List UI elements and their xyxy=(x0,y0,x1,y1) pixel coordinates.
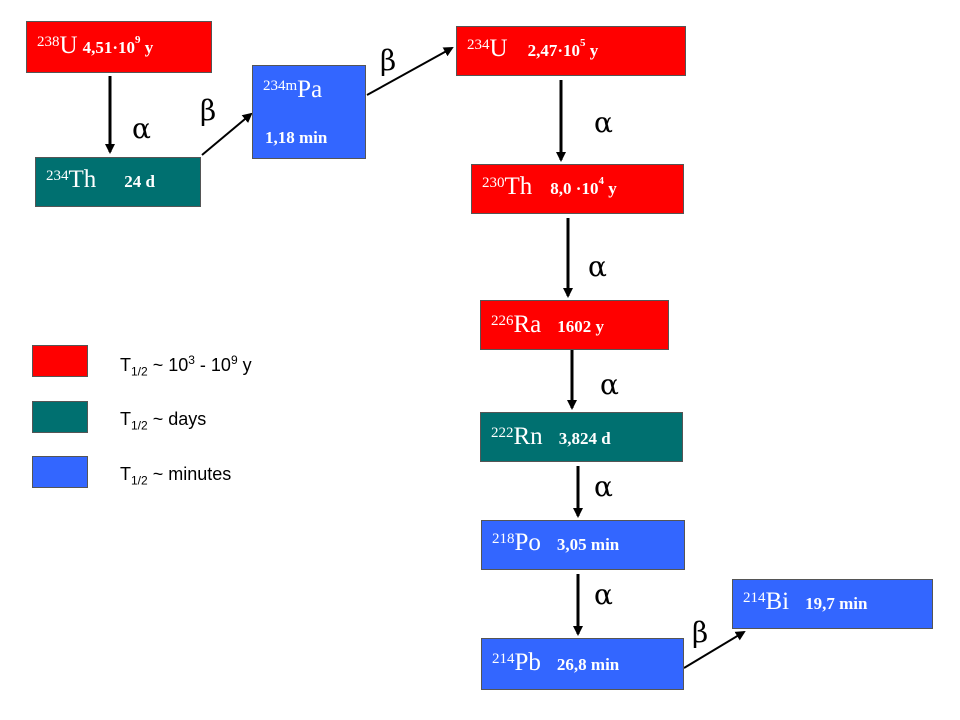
nuclide-bi214: 214Bi 19,7 min xyxy=(732,579,933,629)
half-life-exponent: 9 xyxy=(134,34,141,46)
half-life: 2,47·10 xyxy=(527,41,580,60)
half-life-exponent: 4 xyxy=(598,175,604,187)
half-life: 3,824 d xyxy=(558,429,611,448)
decay-label-beta: β xyxy=(692,616,709,649)
element-symbol: Th xyxy=(68,166,97,193)
half-life: 26,8 min xyxy=(556,655,620,674)
half-life: 4,51·10 xyxy=(82,38,135,57)
decay-label-alpha: α xyxy=(132,112,151,145)
arrow-th234-pa234m xyxy=(201,112,253,156)
nuclide-ra226: 226Ra 1602 y xyxy=(480,300,669,350)
mass-number: 226 xyxy=(491,313,514,329)
mass-number: 234m xyxy=(263,78,298,94)
half-life: 24 d xyxy=(124,172,155,191)
element-symbol: Th xyxy=(504,173,533,200)
half-life: 1,18 min xyxy=(265,128,328,147)
half-life: 19,7 min xyxy=(805,594,868,613)
element-symbol: Pb xyxy=(514,649,541,676)
decay-label-alpha: α xyxy=(594,578,613,611)
decay-label-alpha: α xyxy=(594,470,613,503)
element-symbol: Rn xyxy=(513,423,543,450)
half-life: 1602 y xyxy=(557,317,605,336)
mass-number: 218 xyxy=(492,531,515,547)
nuclide-th234: 234Th 24 d xyxy=(35,157,201,207)
mass-number: 238 xyxy=(37,34,60,50)
element-symbol: U xyxy=(489,35,508,62)
nuclide-pb214: 214Pb 26,8 min xyxy=(481,638,684,690)
element-symbol: Bi xyxy=(765,588,790,615)
mass-number: 234 xyxy=(46,168,69,184)
mass-number: 234 xyxy=(467,37,490,53)
nuclide-pa234m: 234mPa 1,18 min xyxy=(252,65,366,159)
half-life-exponent: 5 xyxy=(579,37,586,49)
nuclide-po218: 218Po 3,05 min xyxy=(481,520,685,570)
arrow-pb214-bi214 xyxy=(683,630,746,669)
mass-number: 230 xyxy=(482,175,505,191)
decay-label-beta: β xyxy=(380,44,397,77)
decay-label-beta: β xyxy=(200,94,217,127)
legend-label-days: T1/2 ~ days xyxy=(120,409,207,433)
mass-number: 222 xyxy=(491,425,514,441)
mass-number: 214 xyxy=(743,590,766,606)
mass-number: 214 xyxy=(492,651,515,667)
decay-label-alpha: α xyxy=(594,106,613,139)
decay-label-alpha: α xyxy=(588,250,607,283)
nuclide-rn222: 222Rn 3,824 d xyxy=(480,412,683,462)
legend-label-long: T1/2 ~ 103 - 109 y xyxy=(120,353,252,379)
element-symbol: Ra xyxy=(513,311,542,338)
element-symbol: Pa xyxy=(297,76,323,103)
legend-swatch-long xyxy=(32,345,88,377)
arrow-pa234m-u234 xyxy=(366,47,454,96)
element-symbol: Po xyxy=(514,529,541,556)
decay-label-alpha: α xyxy=(600,368,619,401)
legend-swatch-minutes xyxy=(32,456,88,488)
legend-label-minutes: T1/2 ~ minutes xyxy=(120,464,232,488)
half-life: 8,0 ·10 xyxy=(550,179,599,198)
legend-swatch-days xyxy=(32,401,88,433)
element-symbol: U xyxy=(59,32,78,59)
half-life: 3,05 min xyxy=(556,535,620,554)
